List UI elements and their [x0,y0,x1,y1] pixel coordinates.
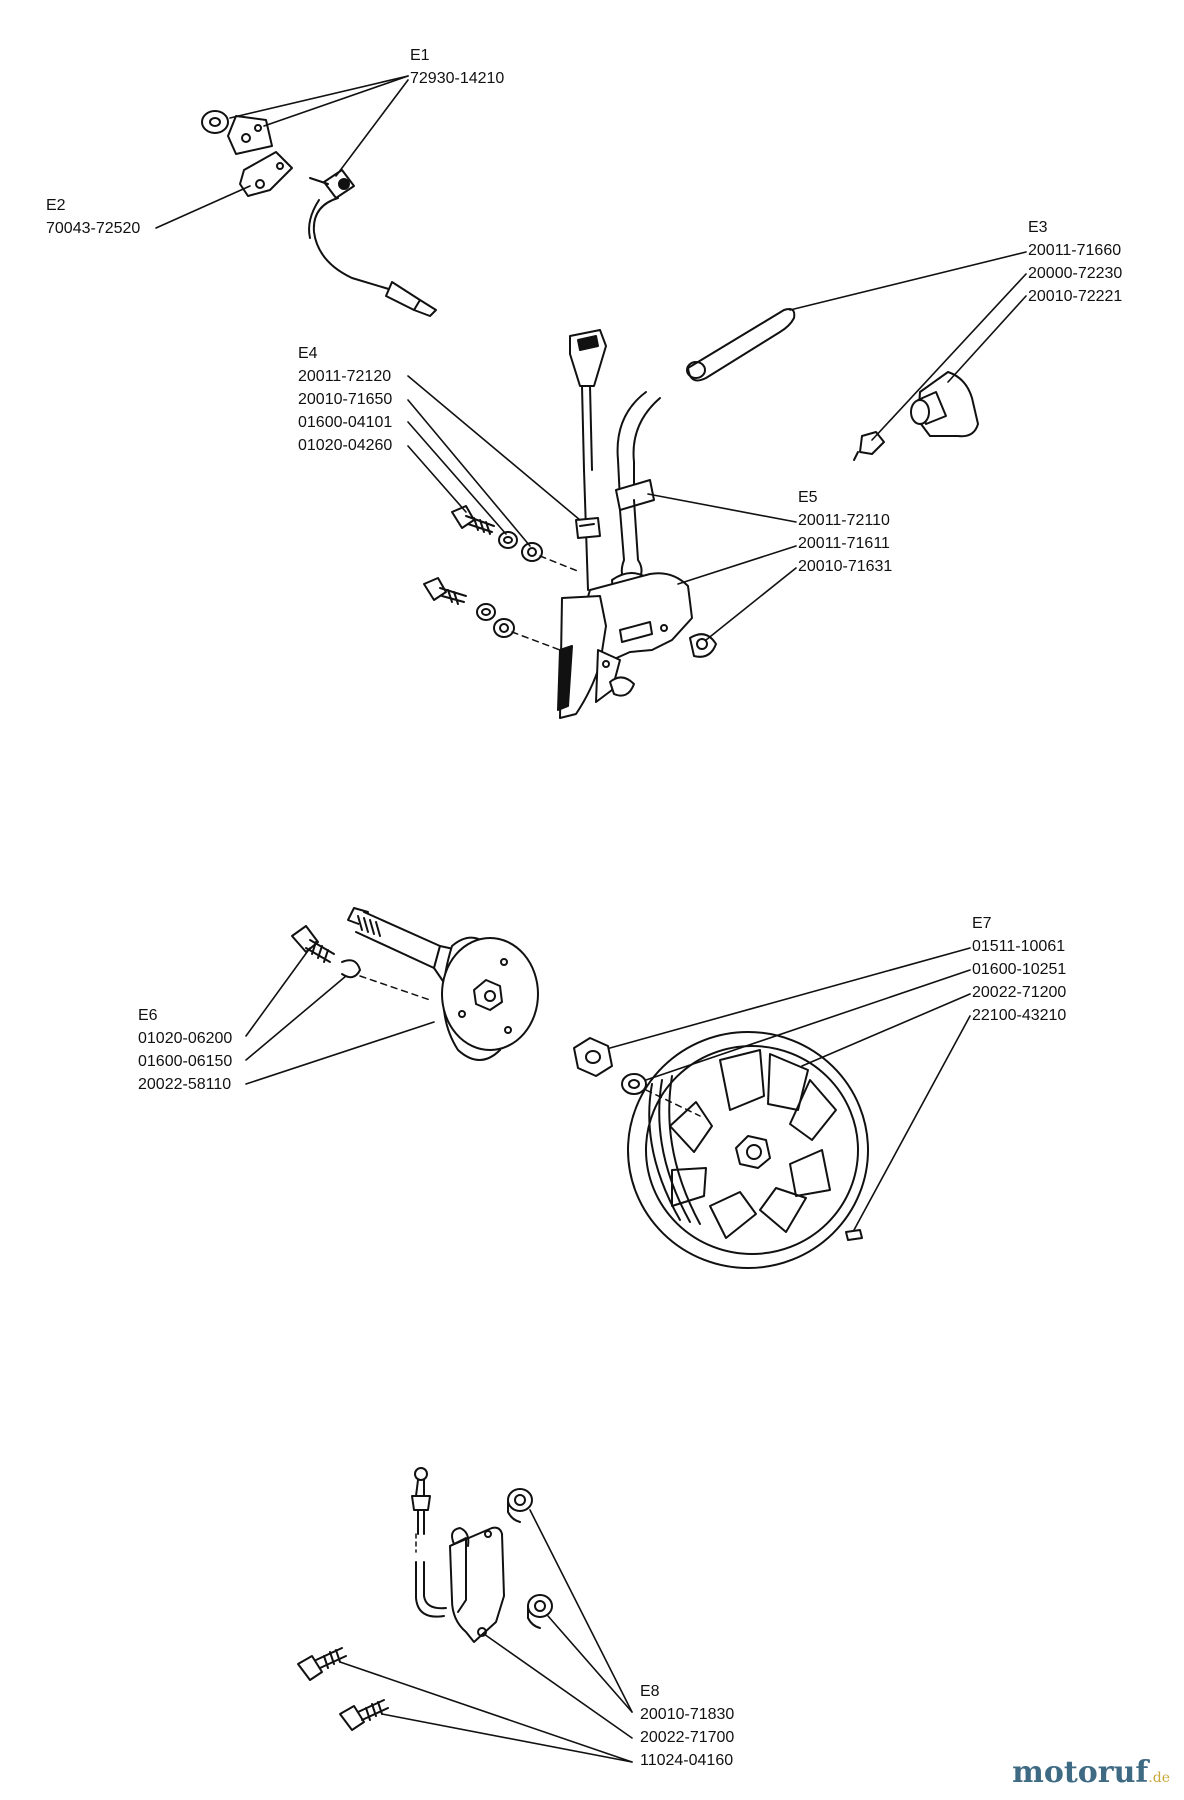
part-number: 11024-04160 [640,1752,734,1769]
group-id-e5: E5 [798,489,818,506]
group-id-e2: E2 [46,197,66,214]
part-number: 01511-10061 [972,938,1066,955]
part-number: 20011-72120 [298,368,392,385]
label-group-e1: E1 72930-14210 [410,44,504,90]
part-number: 20011-71660 [1028,242,1122,259]
stop-switch-assembly [201,110,437,317]
label-group-e3: E3 20011-71660 20000-72230 20010-72221 [1028,216,1122,308]
part-number: 20000-72230 [1028,265,1123,282]
watermark-suffix: .de [1148,1770,1170,1786]
part-number: 20010-71631 [798,558,893,575]
leader-lines [155,75,1027,1763]
label-group-e4: E4 20011-72120 20010-71650 01600-04101 0… [298,342,392,457]
part-number: 01600-04101 [298,414,393,431]
clutch-shaft-assembly [291,907,539,1061]
part-number: 20022-58110 [138,1076,232,1093]
label-group-e8: E8 20010-71830 20022-71700 11024-04160 [640,1680,734,1772]
part-number: 20022-71700 [640,1729,735,1746]
part-number: 01020-04260 [298,437,393,454]
throttle-handle-assembly [423,329,717,719]
group-id-e8: E8 [640,1683,660,1700]
label-group-e2: E2 70043-72520 [46,194,140,240]
part-number: 01600-06150 [138,1053,233,1070]
watermark-text: motoruf [1012,1755,1149,1790]
part-number: 20022-71200 [972,984,1067,1001]
group-id-e4: E4 [298,345,318,362]
label-group-e5: E5 20011-72110 20011-71611 20010-71631 [798,486,892,578]
group-id-e6: E6 [138,1007,158,1024]
part-number: 01020-06200 [138,1030,233,1047]
group-id-e3: E3 [1028,219,1048,236]
part-number: 72930-14210 [410,70,505,87]
group-id-e1: E1 [410,47,430,64]
watermark-logo: motoruf.de [1012,1755,1170,1790]
part-number: 20010-71830 [640,1706,735,1723]
group-id-e7: E7 [972,915,992,932]
part-number: 20011-72110 [798,512,890,529]
flywheel-assembly [573,1031,869,1269]
part-number: 22100-43210 [972,1007,1067,1024]
label-group-e7: E7 01511-10061 01600-10251 20022-71200 2… [972,912,1066,1027]
label-group-e6: E6 01020-06200 01600-06150 20022-58110 [138,1004,232,1096]
part-number: 01600-10251 [972,961,1067,978]
part-number: 20011-71611 [798,535,890,552]
part-number: 20010-71650 [298,391,393,408]
part-number: 70043-72520 [46,220,141,237]
spark-plug-cap-assembly [686,308,979,461]
ignition-module-assembly [297,1467,553,1731]
part-number: 20010-72221 [1028,288,1123,305]
